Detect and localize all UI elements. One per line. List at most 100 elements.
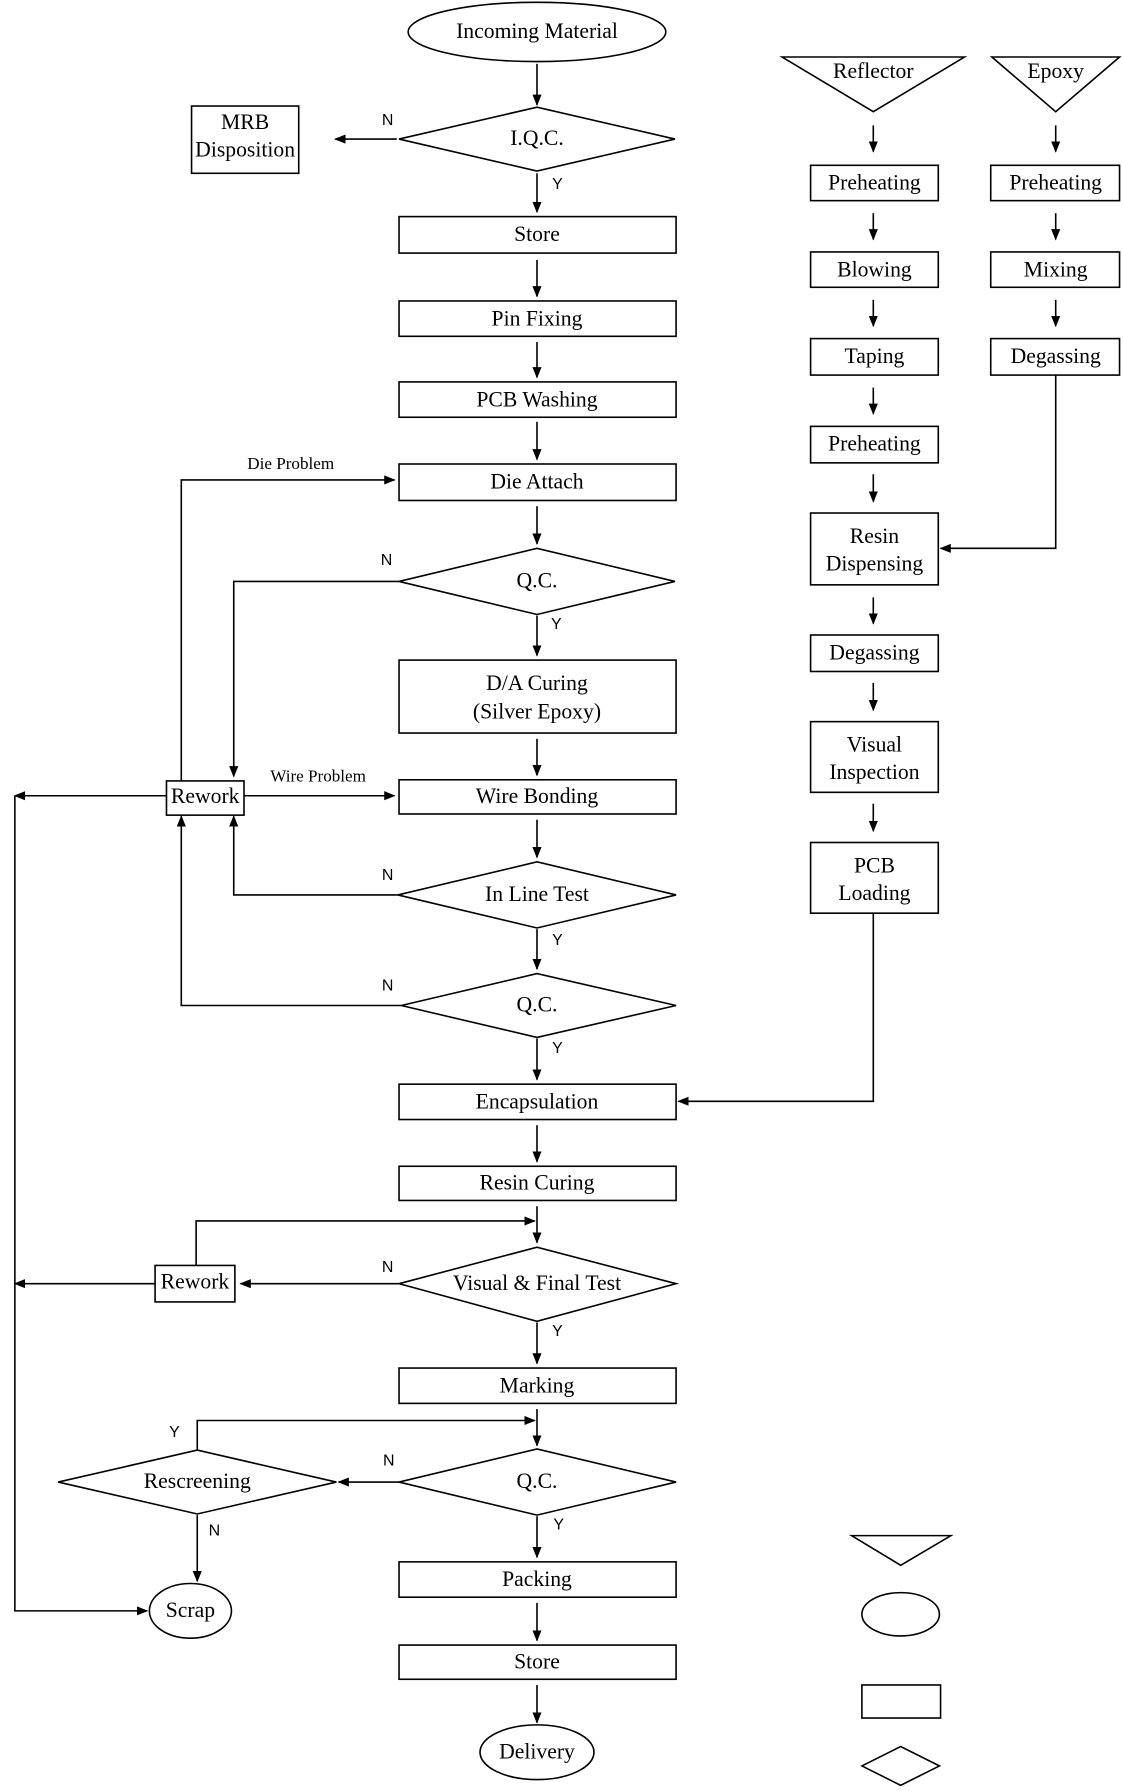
node-label: Store xyxy=(514,1649,560,1673)
node-label: Q.C. xyxy=(517,1469,558,1493)
no-label: N xyxy=(209,1522,221,1539)
no-label: N xyxy=(382,977,394,994)
node-marking: Marking xyxy=(398,1367,677,1405)
node-visual-inspection: Visual Inspection xyxy=(809,720,940,794)
node-resin-dispensing: Resin Dispensing xyxy=(809,512,940,586)
node-label: Degassing xyxy=(1011,344,1101,368)
node-label: Wire Bonding xyxy=(476,784,599,808)
node-label: Rescreening xyxy=(144,1469,251,1493)
node-label: Reflector xyxy=(833,59,914,83)
node-label: (Silver Epoxy) xyxy=(473,700,601,724)
no-label: N xyxy=(382,112,394,129)
node-label: Store xyxy=(514,222,560,246)
node-label: Degassing xyxy=(829,640,919,664)
arrow xyxy=(677,913,875,1106)
node-mixing: Mixing xyxy=(989,251,1121,289)
node-epoxy-degassing: Degassing xyxy=(989,337,1121,376)
die-problem-label: Die Problem xyxy=(247,454,335,473)
node-rework-1: Rework xyxy=(165,780,245,816)
legend-ellipse xyxy=(861,1591,941,1637)
node-label: Rework xyxy=(171,784,240,808)
node-pcb-washing: PCB Washing xyxy=(398,381,677,419)
arrow xyxy=(229,580,400,778)
node-label: Preheating xyxy=(1009,171,1102,195)
node-encapsulation: Encapsulation xyxy=(398,1083,677,1121)
node-epoxy-preheating: Preheating xyxy=(989,164,1121,202)
yes-label: Y xyxy=(552,932,563,949)
decision-qc-3: Q.C. xyxy=(398,1448,677,1516)
decision-iqc: I.Q.C. xyxy=(398,106,676,172)
node-pcb-loading: PCB Loading xyxy=(809,841,940,914)
arrow xyxy=(176,815,402,1007)
decision-rescreening: Rescreening xyxy=(57,1449,337,1515)
legend-diamond xyxy=(860,1745,942,1787)
node-da-curing: D/A Curing (Silver Epoxy) xyxy=(398,659,677,734)
node-pin-fixing: Pin Fixing xyxy=(398,300,677,338)
node-store-final: Store xyxy=(398,1644,677,1681)
node-incoming-material: Incoming Material xyxy=(407,1,667,63)
node-scrap: Scrap xyxy=(148,1582,233,1640)
node-label: Loading xyxy=(838,881,910,905)
node-label: In Line Test xyxy=(485,882,589,906)
node-label: Die Attach xyxy=(490,469,583,493)
node-label: Dispensing xyxy=(826,551,924,575)
node-die-attach: Die Attach xyxy=(398,463,677,502)
node-label: MRB xyxy=(221,110,269,134)
decision-qc-2: Q.C. xyxy=(401,972,677,1039)
yes-label: Y xyxy=(552,176,563,193)
decision-visual-final-test: Visual & Final Test xyxy=(395,1246,680,1323)
node-label: D/A Curing xyxy=(486,671,588,695)
source-reflector: Reflector xyxy=(779,56,968,113)
no-label: N xyxy=(382,1259,394,1276)
node-label: Pin Fixing xyxy=(492,306,583,330)
yes-label: Y xyxy=(552,1323,563,1340)
yes-label: Y xyxy=(551,616,562,633)
node-label: Preheating xyxy=(828,171,921,195)
node-label: Disposition xyxy=(195,138,295,162)
decision-in-line-test: In Line Test xyxy=(397,861,677,929)
yes-label: Y xyxy=(552,1040,563,1057)
legend-rectangle xyxy=(861,1684,942,1719)
decision-qc-1: Q.C. xyxy=(398,547,676,616)
node-label: Q.C. xyxy=(517,993,558,1017)
source-epoxy: Epoxy xyxy=(989,56,1122,113)
arrow xyxy=(939,375,1057,553)
arrow xyxy=(229,815,398,896)
node-label: Visual xyxy=(847,733,902,757)
node-reflector-preheating-2: Preheating xyxy=(809,425,940,464)
node-label: Rework xyxy=(161,1270,230,1294)
node-store: Store xyxy=(398,215,677,254)
arrow xyxy=(195,1216,536,1266)
node-packing: Packing xyxy=(398,1561,677,1598)
legend-triangle xyxy=(848,1534,954,1567)
node-label: Taping xyxy=(845,344,905,368)
no-label: N xyxy=(383,1453,395,1470)
node-resin-curing: Resin Curing xyxy=(398,1165,677,1202)
node-rework-2: Rework xyxy=(154,1264,236,1303)
node-label: Delivery xyxy=(499,1739,575,1763)
no-label: N xyxy=(381,552,393,569)
node-label: I.Q.C. xyxy=(510,126,564,150)
node-mrb-disposition: MRB Disposition xyxy=(190,105,300,175)
node-reflector-degassing: Degassing xyxy=(809,634,940,673)
node-label: Visual & Final Test xyxy=(453,1271,621,1295)
node-label: Scrap xyxy=(166,1598,215,1622)
node-label: Resin xyxy=(850,524,900,548)
node-wire-bonding: Wire Bonding xyxy=(398,778,677,815)
node-label: PCB xyxy=(854,854,895,878)
node-delivery: Delivery xyxy=(479,1724,595,1781)
node-label: Q.C. xyxy=(517,569,558,593)
wire-problem-label: Wire Problem xyxy=(270,766,366,785)
node-blowing: Blowing xyxy=(809,251,940,289)
arrow xyxy=(14,795,149,1616)
node-label: PCB Washing xyxy=(476,387,597,411)
node-label: Resin Curing xyxy=(480,1170,595,1194)
arrow xyxy=(196,1415,536,1451)
legend xyxy=(848,1534,954,1787)
node-label: Mixing xyxy=(1024,257,1088,281)
node-label: Marking xyxy=(500,1373,575,1397)
node-label: Epoxy xyxy=(1027,59,1084,83)
node-label: Blowing xyxy=(837,257,912,281)
node-label: Incoming Material xyxy=(456,19,618,43)
node-label: Preheating xyxy=(828,432,921,456)
